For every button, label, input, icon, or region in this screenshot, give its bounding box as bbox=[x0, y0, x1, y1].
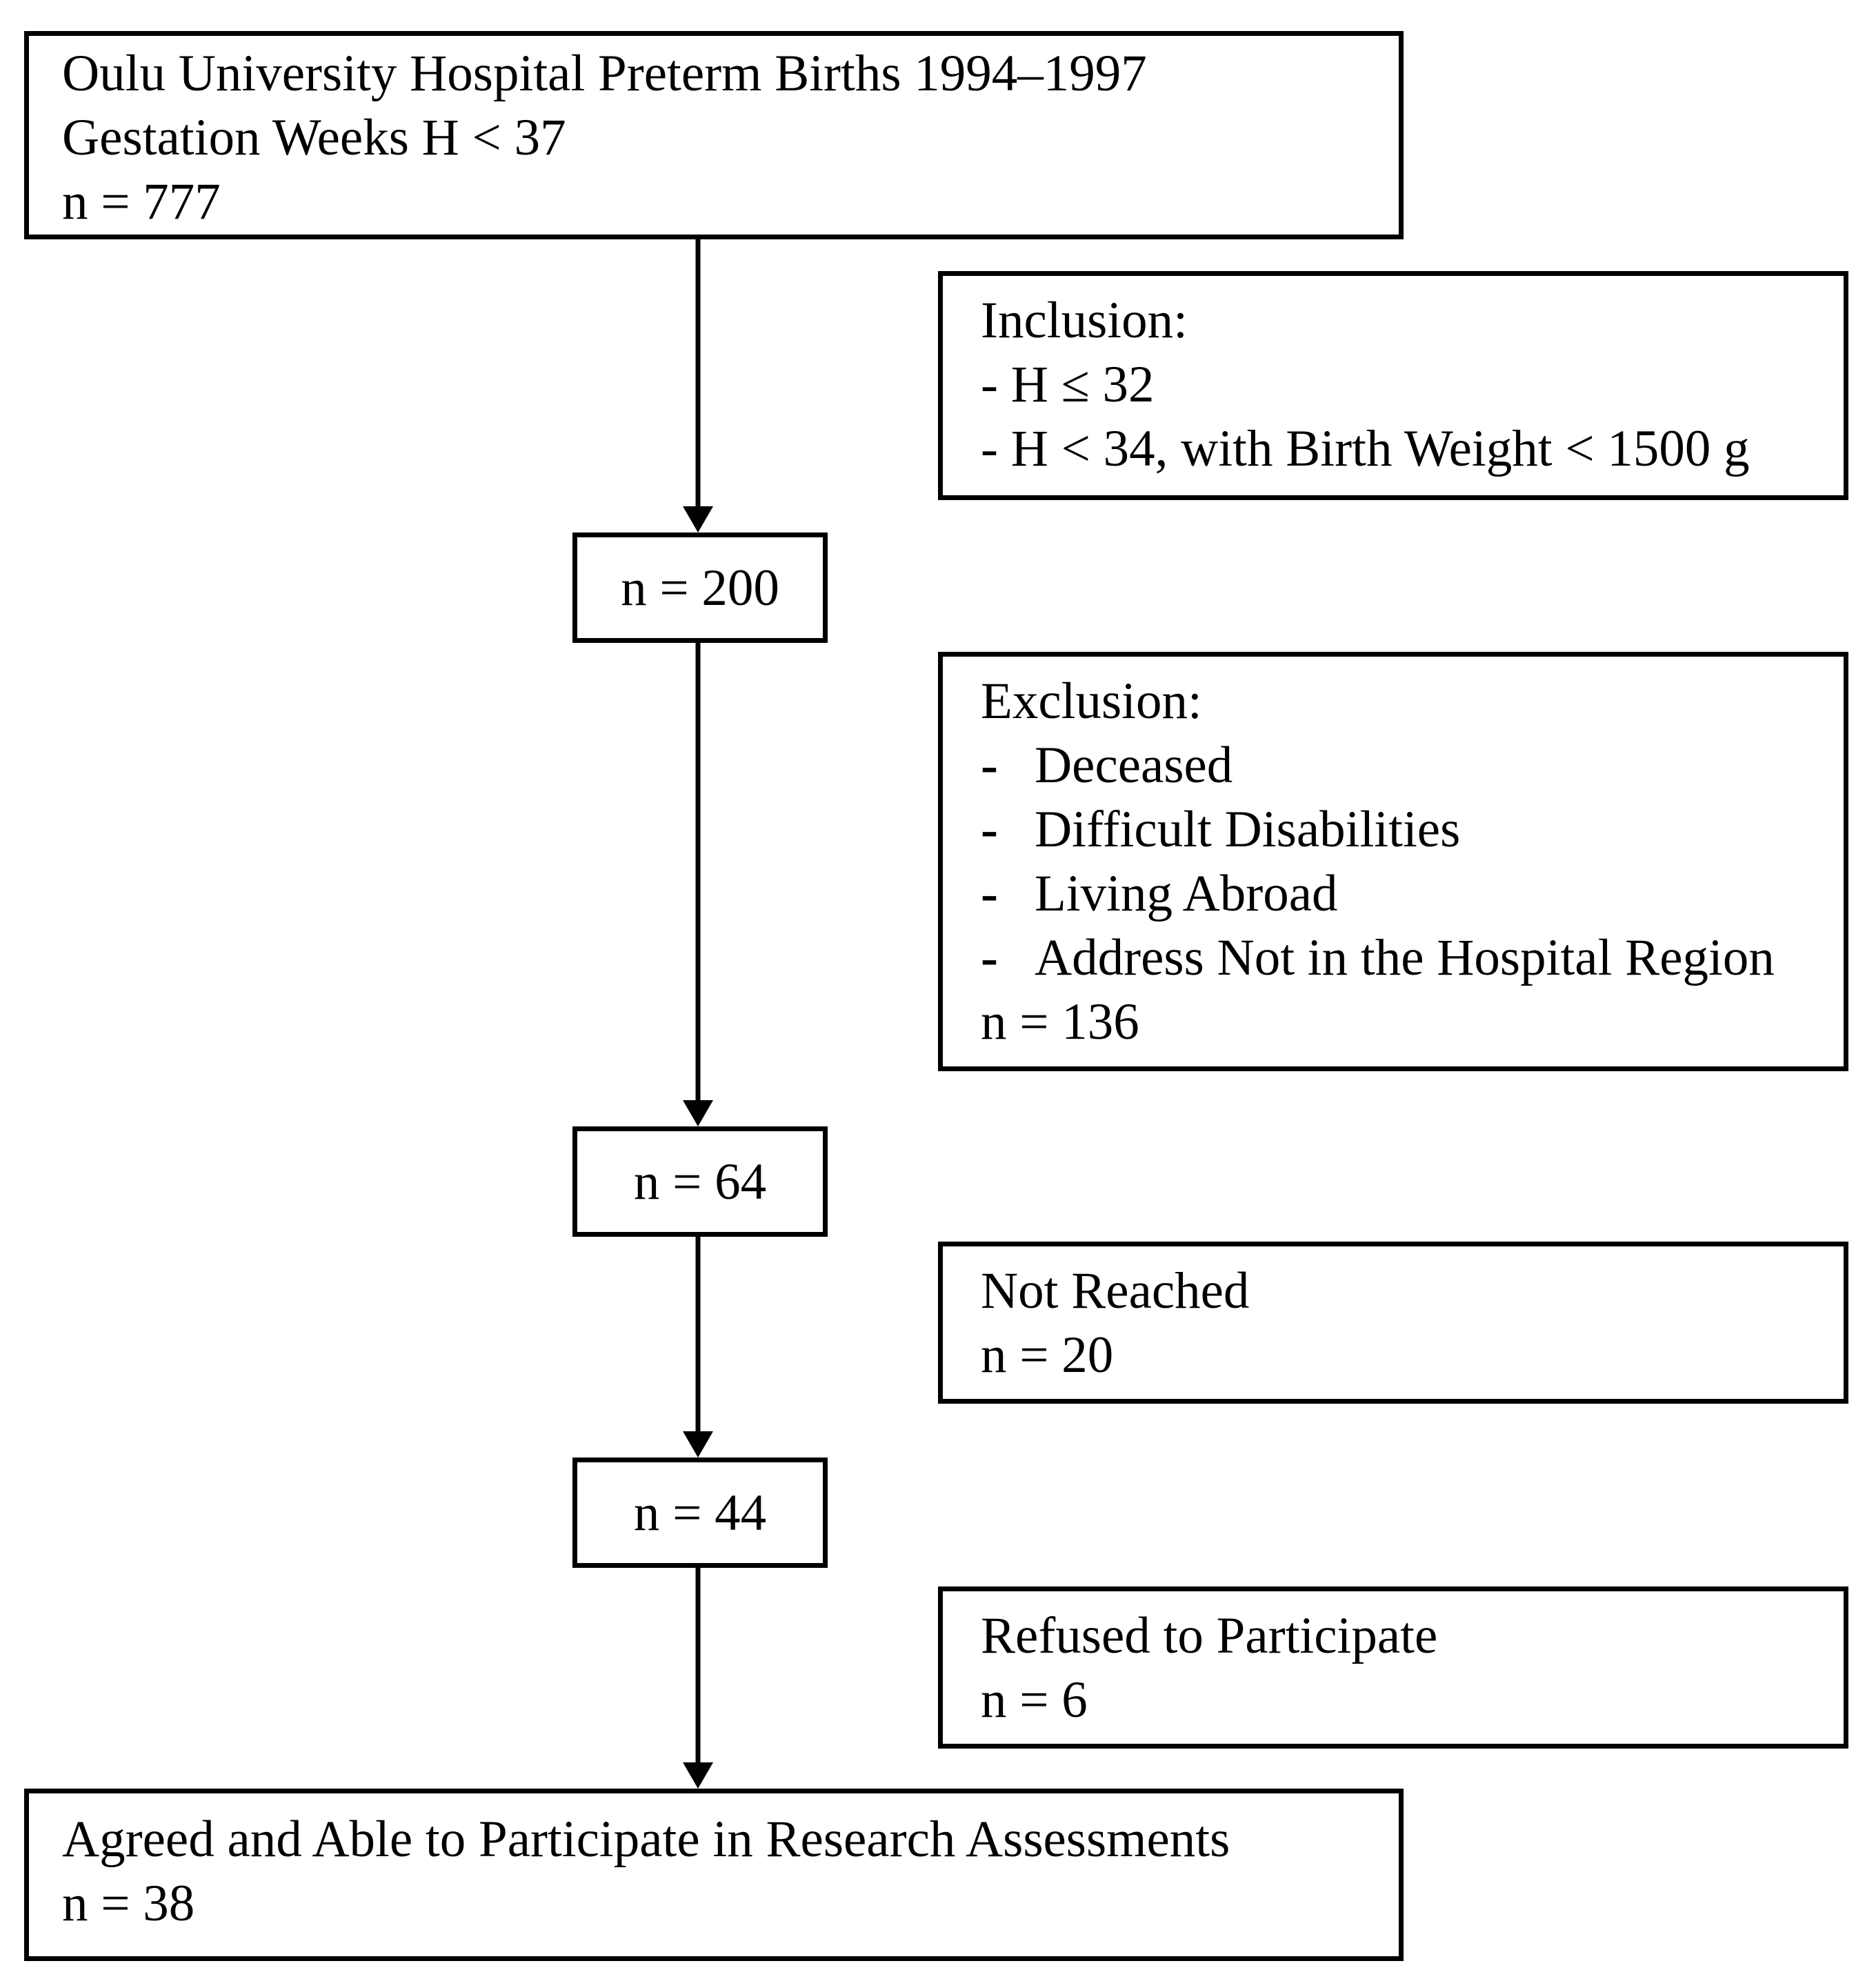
not-reached-count: n = 20 bbox=[981, 1326, 1114, 1384]
box-final-participants: Agreed and Able to Participate in Resear… bbox=[24, 1789, 1404, 1961]
source-title: Oulu University Hospital Preterm Births … bbox=[62, 45, 1147, 102]
not-reached-title: Not Reached bbox=[981, 1262, 1250, 1320]
exclusion-item: - Living Abroad bbox=[981, 862, 1830, 926]
flow-arrow-2 bbox=[683, 643, 713, 1126]
inclusion-title: Inclusion: bbox=[981, 292, 1188, 349]
exclusion-item-label: Address Not in the Hospital Region bbox=[1035, 929, 1775, 986]
exclusion-item: - Address Not in the Hospital Region bbox=[981, 926, 1830, 990]
box-not-reached: Not Reached n = 20 bbox=[938, 1242, 1848, 1404]
source-criteria: Gestation Weeks H < 37 bbox=[62, 109, 566, 166]
box-exclusion-criteria: Exclusion: - Deceased - Difficult Disabi… bbox=[938, 652, 1848, 1071]
exclusion-item-label: Difficult Disabilities bbox=[1035, 801, 1461, 858]
refused-title: Refused to Participate bbox=[981, 1607, 1438, 1664]
n200-count: n = 200 bbox=[621, 559, 779, 617]
arrow-down-icon bbox=[683, 506, 713, 533]
inclusion-item: - H ≤ 32 bbox=[981, 356, 1155, 413]
arrow-down-icon bbox=[683, 1762, 713, 1789]
arrow-shaft bbox=[695, 239, 701, 509]
arrow-shaft bbox=[695, 1237, 701, 1434]
box-n44: n = 44 bbox=[572, 1457, 828, 1568]
box-n64: n = 64 bbox=[572, 1126, 828, 1237]
source-count: n = 777 bbox=[62, 173, 221, 230]
flow-arrow-4 bbox=[683, 1568, 713, 1789]
exclusion-item: - Deceased bbox=[981, 733, 1830, 797]
exclusion-item-label: Deceased bbox=[1035, 737, 1233, 794]
arrow-shaft bbox=[695, 1568, 701, 1765]
n64-count: n = 64 bbox=[633, 1153, 767, 1211]
box-refused-to-participate: Refused to Participate n = 6 bbox=[938, 1586, 1848, 1749]
arrow-shaft bbox=[695, 643, 701, 1103]
exclusion-title: Exclusion: bbox=[981, 673, 1202, 730]
bullet-dash: - bbox=[981, 929, 998, 986]
arrow-down-icon bbox=[683, 1431, 713, 1457]
n44-count: n = 44 bbox=[633, 1484, 767, 1542]
final-count: n = 38 bbox=[62, 1875, 195, 1932]
bullet-dash: - bbox=[981, 801, 998, 858]
flow-arrow-3 bbox=[683, 1237, 713, 1457]
flow-arrow-1 bbox=[683, 239, 713, 533]
box-inclusion-criteria: Inclusion: - H ≤ 32 - H < 34, with Birth… bbox=[938, 271, 1848, 500]
box-source-population: Oulu University Hospital Preterm Births … bbox=[24, 31, 1404, 239]
arrow-down-icon bbox=[683, 1100, 713, 1126]
box-n200: n = 200 bbox=[572, 533, 828, 643]
bullet-dash: - bbox=[981, 865, 998, 922]
exclusion-item: - Difficult Disabilities bbox=[981, 797, 1830, 862]
inclusion-item: - H < 34, with Birth Weight < 1500 g bbox=[981, 420, 1750, 477]
bullet-dash: - bbox=[981, 737, 998, 794]
exclusion-item-label: Living Abroad bbox=[1035, 865, 1338, 922]
refused-count: n = 6 bbox=[981, 1671, 1088, 1729]
final-title: Agreed and Able to Participate in Resear… bbox=[62, 1811, 1230, 1868]
exclusion-count: n = 136 bbox=[981, 993, 1139, 1051]
